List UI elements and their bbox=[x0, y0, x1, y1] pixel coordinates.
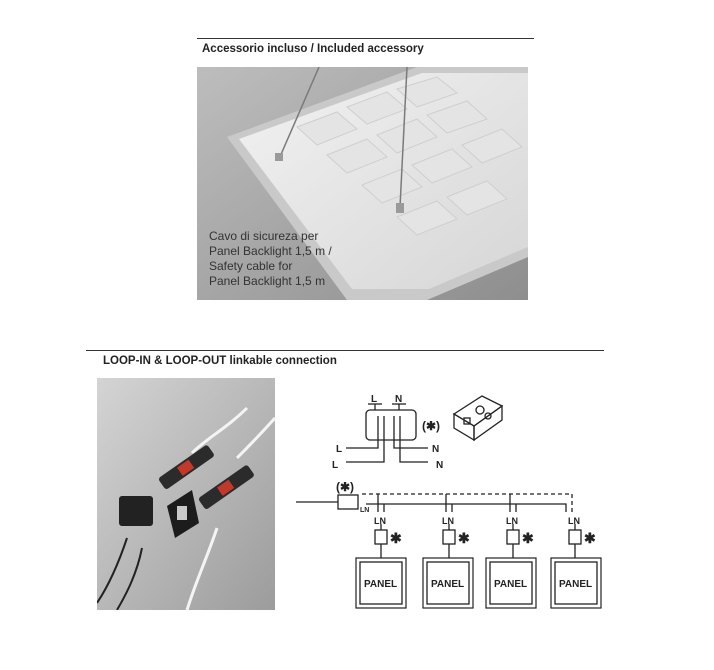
panel-ln-label: LN bbox=[568, 516, 580, 526]
star-icon: ✱ bbox=[522, 530, 534, 546]
star-icon: ✱ bbox=[390, 530, 402, 546]
loop-heading: LOOP-IN & LOOP-OUT linkable connection bbox=[103, 355, 337, 367]
mains-connector bbox=[337, 494, 359, 510]
accessory-heading: Accessorio incluso / Included accessory bbox=[202, 43, 424, 55]
panel-ln-label: LN bbox=[442, 516, 454, 526]
wire-label-n: N bbox=[432, 444, 439, 455]
loop-heading-rule bbox=[86, 350, 604, 351]
panel-label: PANEL bbox=[494, 579, 527, 590]
wire-label-n: N bbox=[436, 460, 443, 471]
panel-ln-label: LN bbox=[506, 516, 518, 526]
caption-line: Safety cable for bbox=[209, 259, 293, 273]
mains-ln-label: LN bbox=[360, 507, 369, 514]
caption-line: Cavo di sicureza per bbox=[209, 229, 319, 243]
panel-label: PANEL bbox=[364, 579, 397, 590]
terminal-label-n: N bbox=[395, 394, 402, 405]
panel-label: PANEL bbox=[559, 579, 592, 590]
panel-box bbox=[485, 557, 537, 609]
star-icon: ✱ bbox=[458, 530, 470, 546]
terminal-block bbox=[365, 409, 417, 441]
wire-label-l: L bbox=[332, 460, 338, 471]
safety-cable-illustration bbox=[197, 67, 528, 300]
panel-box bbox=[422, 557, 474, 609]
terminal-label-l: L bbox=[371, 394, 377, 405]
panel-box bbox=[550, 557, 602, 609]
safety-cable-photo bbox=[197, 67, 528, 300]
wiring-diagram: L N L L N N (✱) (✱) LN LN LN LN LN ✱ ✱ ✱… bbox=[296, 394, 602, 609]
wire-label-l: L bbox=[336, 444, 342, 455]
panel-box bbox=[355, 557, 407, 609]
driver-photo bbox=[97, 378, 275, 610]
asterisk-note: (✱) bbox=[422, 419, 440, 433]
star-icon: ✱ bbox=[584, 530, 596, 546]
mains-asterisk: (✱) bbox=[336, 480, 354, 494]
caption-line: Panel Backlight 1,5 m bbox=[209, 274, 326, 288]
caption-line: Panel Backlight 1,5 m / bbox=[209, 244, 332, 258]
driver-illustration bbox=[97, 378, 275, 610]
panel-label: PANEL bbox=[431, 579, 464, 590]
connector-icon bbox=[452, 395, 504, 442]
accessory-heading-rule bbox=[197, 38, 534, 39]
panel-ln-label: LN bbox=[374, 516, 386, 526]
safety-cable-caption: Cavo di sicureza per Panel Backlight 1,5… bbox=[209, 229, 332, 289]
